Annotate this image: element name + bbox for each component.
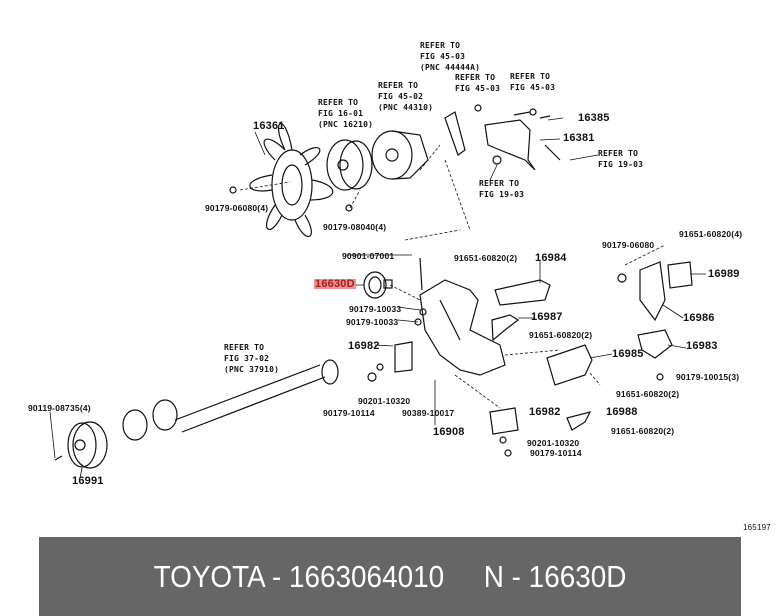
- part-16908[interactable]: 16908: [433, 426, 465, 438]
- part-90201-10320-b[interactable]: 90201-10320: [527, 438, 580, 448]
- part-90119-08735-4[interactable]: 90119-08735(4): [28, 403, 91, 413]
- part-91651-60820-a[interactable]: 91651-60820(2): [454, 253, 518, 263]
- footer-reference: N - 16630D: [483, 558, 627, 594]
- driveshaft: [122, 359, 339, 441]
- refer-fig-16-01: REFER TO FIG 16-01 (PNC 16210): [318, 98, 374, 129]
- part-91651-60820-c[interactable]: 91651-60820(2): [616, 389, 680, 399]
- footer-bar: TOYOTA - 1663064010 N - 16630D: [39, 537, 741, 616]
- part-16986[interactable]: 16986: [683, 312, 715, 324]
- fan-clutch: [326, 139, 373, 191]
- refer-fig-45-02: REFER TO FIG 45-02 (PNC 44310): [378, 81, 434, 112]
- part-90179-08040-4[interactable]: 90179-08040(4): [323, 222, 387, 232]
- main-bracket-16908: [419, 257, 506, 376]
- part-16983[interactable]: 16983: [686, 340, 718, 352]
- part-16982-b[interactable]: 16982: [529, 406, 561, 418]
- part-16988[interactable]: 16988: [606, 406, 638, 418]
- refer-fig-45-03-b: REFER TO FIG 45-03: [510, 72, 556, 92]
- refer-fig-45-03-44444A: REFER TO FIG 45-03 (PNC 44444A): [420, 41, 481, 72]
- fan-16361: [249, 123, 334, 238]
- part-16361[interactable]: 16361: [253, 120, 285, 132]
- part-91651-60820-b[interactable]: 91651-60820(2): [529, 330, 593, 340]
- footer-brand-part-number: TOYOTA - 1663064010: [153, 558, 445, 594]
- refer-fig-37-02: REFER TO FIG 37-02 (PNC 37910): [224, 343, 280, 374]
- part-91651-60820-4[interactable]: 91651-60820(4): [679, 229, 743, 239]
- part-90179-06080[interactable]: 90179-06080: [602, 240, 655, 250]
- refer-fig-19-03-a: REFER TO FIG 19-03: [598, 149, 644, 169]
- part-16982-a[interactable]: 16982: [348, 340, 380, 352]
- part-16987[interactable]: 16987: [531, 311, 563, 323]
- part-90179-10033-b[interactable]: 90179-10033: [346, 317, 399, 327]
- part-90389-10017[interactable]: 90389-10017: [402, 408, 455, 418]
- part-90179-06080-4[interactable]: 90179-06080(4): [205, 203, 269, 213]
- part-16989[interactable]: 16989: [708, 268, 740, 280]
- part-16985[interactable]: 16985: [612, 348, 644, 360]
- part-90201-10320-a[interactable]: 90201-10320: [358, 396, 411, 406]
- parts-diagram: REFER TO FIG 45-03 (PNC 44444A) REFER TO…: [28, 41, 771, 532]
- figure-number: 165197: [743, 523, 771, 532]
- compressor: [371, 130, 429, 180]
- part-16991[interactable]: 16991: [72, 475, 104, 487]
- part-90179-10114-a[interactable]: 90179-10114: [323, 408, 375, 418]
- part-16630D-highlighted[interactable]: 16630D: [314, 278, 356, 290]
- part-90179-10114-b[interactable]: 90179-10114: [530, 448, 582, 458]
- part-90901-07001[interactable]: 90901-07001: [342, 251, 395, 261]
- diagram-drawing: [49, 104, 706, 479]
- brackets-top: [444, 104, 561, 171]
- part-90179-10015-3[interactable]: 90179-10015(3): [676, 372, 740, 382]
- part-16385[interactable]: 16385: [578, 112, 610, 124]
- part-16381[interactable]: 16381: [563, 132, 595, 144]
- mounts: [229, 186, 693, 457]
- part-16984[interactable]: 16984: [535, 252, 567, 264]
- refer-fig-45-03-a: REFER TO FIG 45-03: [455, 73, 501, 93]
- part-91651-60820-d[interactable]: 91651-60820(2): [611, 426, 675, 436]
- crank-pulley-16991: [54, 421, 108, 469]
- refer-fig-19-03-b: REFER TO FIG 19-03: [479, 179, 525, 199]
- part-90179-10033-a[interactable]: 90179-10033: [349, 304, 402, 314]
- idler-pulley-16630D: [363, 271, 393, 299]
